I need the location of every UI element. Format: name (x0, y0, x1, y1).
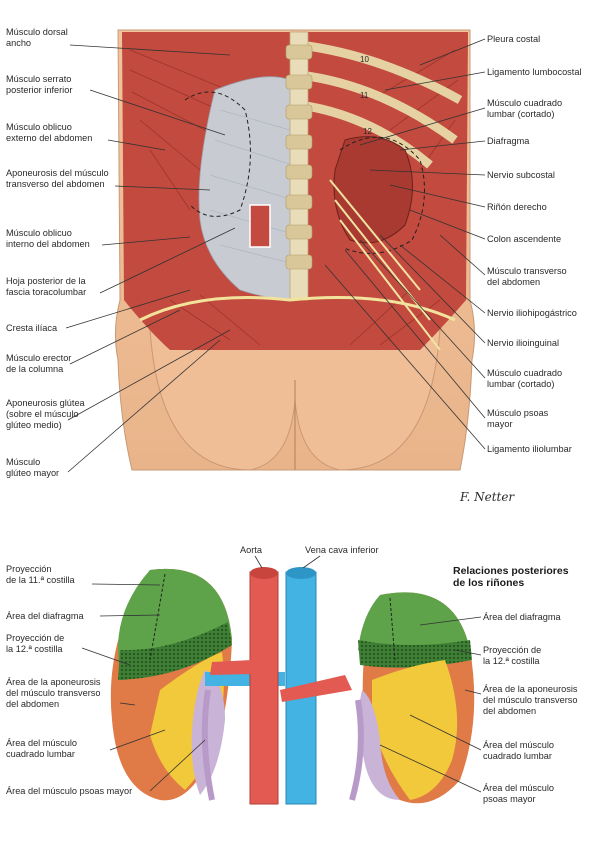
top-right-label-3: Diafragma (487, 136, 530, 146)
kidney-relations-figure (110, 567, 475, 805)
right-psoas-area (358, 690, 400, 800)
bottom-right-label-2: Área de la aponeurosis del músculo trans… (483, 684, 578, 716)
bottom-left-label-0: Proyección de la 11.ª costilla (6, 564, 75, 585)
aorta (249, 571, 279, 805)
back-dissection-figure (114, 29, 476, 471)
bottom-right-label-4: Área del músculo psoas mayor (483, 783, 554, 804)
right-kidney (333, 136, 413, 244)
bottom-right-label-0: Área del diafragma (483, 612, 561, 622)
left-psoas-area (191, 670, 225, 795)
bottom-left-label-1: Área del diafragma (6, 611, 84, 621)
ureter-left (201, 689, 215, 801)
vertebral-column (285, 31, 313, 301)
right-quadratus-area (372, 660, 458, 800)
top-right-label-10: Músculo cuadrado lumbar (cortado) (487, 368, 563, 389)
top-left-label-5: Hoja posterior de la fascia toracolumbar (6, 276, 87, 297)
top-right-label-12: Ligamento iliolumbar (487, 444, 572, 454)
top-right-label-7: Músculo transverso del abdomen (487, 266, 567, 287)
top-left-label-1: Músculo serrato posterior inferior (6, 74, 73, 95)
top-right-label-0: Pleura costal (487, 34, 541, 44)
left-12th-rib-band (118, 622, 232, 680)
artist-signature: F. Netter (460, 490, 515, 504)
top-left-label-7: Músculo erector de la columna (6, 353, 72, 374)
rib-number-10: 10 (360, 55, 369, 64)
top-right-label-2: Músculo cuadrado lumbar (cortado) (487, 98, 563, 119)
top-left-label-8: Aponeurosis glútea (sobre el músculo glú… (6, 398, 85, 430)
top-right-label-6: Colon ascendente (487, 234, 562, 244)
bottom-left-label-5: Área del músculo psoas mayor (6, 786, 133, 796)
top-right-label-9: Nervio ilioinguinal (487, 338, 560, 348)
ureter-right (349, 699, 364, 801)
vessel-label-0: Aorta (240, 545, 262, 555)
bottom-left-label-4: Área del músculo cuadrado lumbar (6, 738, 77, 759)
vessel-label-1: Vena cava inferior (305, 545, 379, 555)
thoracolumbar-fascia (198, 76, 301, 301)
top-left-label-0: Músculo dorsal ancho (6, 27, 68, 48)
top-right-label-1: Ligamento lumbocostal (487, 67, 582, 77)
top-right-label-5: Riñón derecho (487, 202, 547, 212)
bottom-figure-title: Relaciones posteriores de los riñones (453, 565, 569, 589)
rib-number-11: 11 (360, 91, 369, 100)
top-left-label-9: Músculo glúteo mayor (6, 457, 60, 478)
renal-artery-right (280, 675, 352, 702)
great-vessels (201, 567, 364, 805)
top-right-label-11: Músculo psoas mayor (487, 408, 549, 429)
rib-number-12: 12 (363, 127, 372, 136)
top-left-label-3: Aponeurosis del músculo transverso del a… (6, 168, 109, 189)
top-right-label-4: Nervio subcostal (487, 170, 555, 180)
right-kidney-areas (358, 592, 475, 804)
top-left-label-4: Músculo oblicuo interno del abdomen (6, 228, 90, 249)
bottom-right-label-3: Área del músculo cuadrado lumbar (483, 740, 554, 761)
top-right-label-8: Nervio iliohipogástrico (487, 308, 577, 318)
bottom-left-label-2: Proyección de la 12.ª costilla (6, 633, 65, 654)
top-left-label-6: Cresta ilíaca (6, 323, 58, 333)
bottom-left-label-3: Área de la aponeurosis del músculo trans… (6, 677, 101, 709)
top-left-label-2: Músculo oblicuo externo del abdomen (6, 122, 93, 143)
renal-artery-left (210, 660, 252, 675)
bottom-right-label-1: Proyección de la 12.ª costilla (483, 645, 542, 666)
